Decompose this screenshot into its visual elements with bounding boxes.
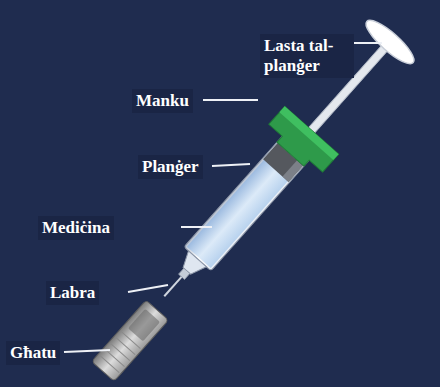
part-label: Planġer <box>138 155 203 179</box>
part-label: Labra <box>46 281 99 305</box>
part-label: Lasta tal-planġer <box>260 34 354 78</box>
syringe <box>73 11 423 387</box>
part-label: Għatu <box>6 341 60 365</box>
part-label: Manku <box>132 89 193 113</box>
leader-lines <box>64 43 382 352</box>
part-label: Mediċina <box>38 216 114 240</box>
